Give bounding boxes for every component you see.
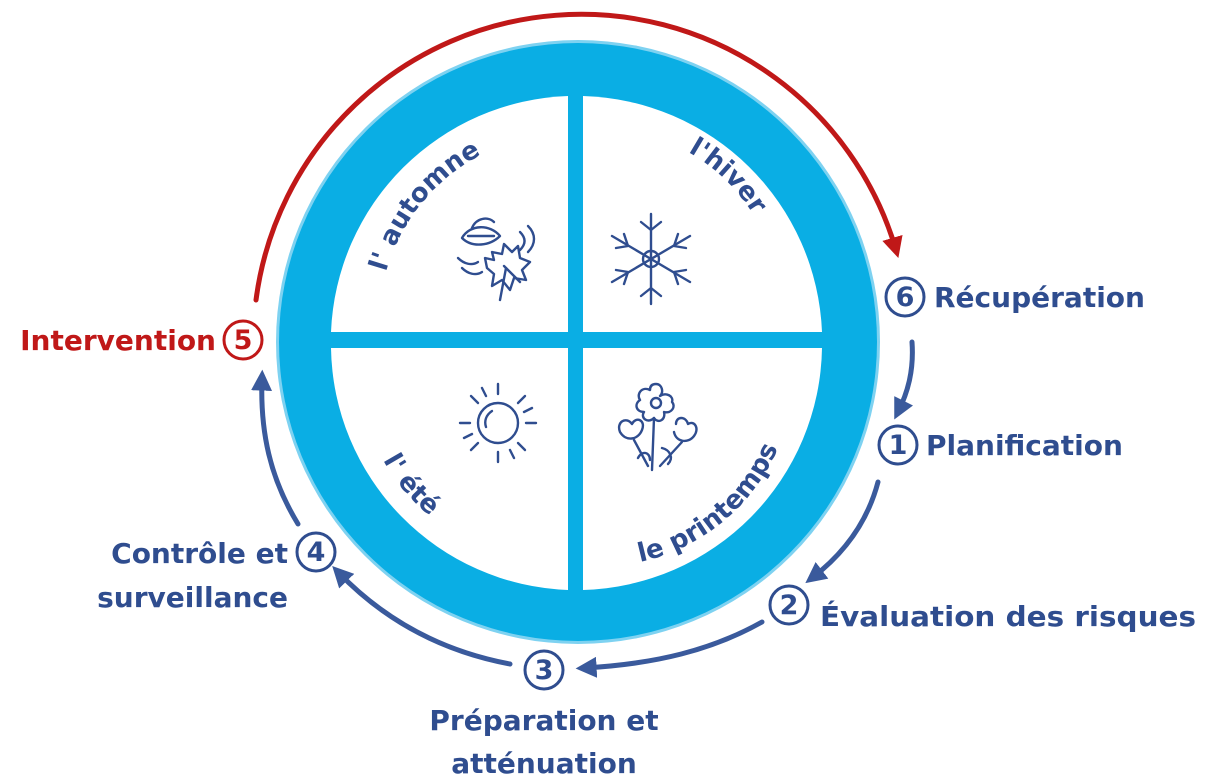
step-3-preparation: 3 Préparation et atténuation	[429, 649, 659, 780]
step-5-label: Intervention	[20, 324, 216, 357]
step-2-label: Évaluation des risques	[820, 599, 1196, 633]
step-3-number: 3	[535, 655, 554, 686]
arrow-controle-to-intervention	[251, 369, 301, 527]
step-6-circle	[884, 276, 926, 318]
arrow-intervention-to-recuperation	[253, 11, 903, 303]
step-2-circle	[768, 584, 810, 626]
step-1-number: 1	[889, 430, 908, 461]
quadrant-autumn	[331, 96, 568, 332]
arrow-risques-to-preparation	[575, 619, 765, 678]
step-6-label: Récupération	[934, 281, 1145, 314]
step-4-number: 4	[307, 537, 326, 568]
quadrant-winter	[583, 96, 822, 332]
quadrant-spring	[583, 348, 822, 590]
step-6-recuperation: 6 Récupération	[884, 276, 1145, 318]
step-1-planification: 1 Planification	[877, 424, 1123, 466]
step-5-circle	[222, 319, 264, 361]
step-1-circle	[877, 424, 919, 466]
step-6-number: 6	[896, 282, 915, 313]
step-3-label-line2: atténuation	[451, 747, 637, 780]
step-2-evaluation: 2 Évaluation des risques	[768, 584, 1196, 633]
quadrant-summer	[331, 348, 568, 590]
sun-icon	[458, 382, 538, 464]
ring	[279, 43, 877, 641]
step-4-circle	[295, 531, 337, 573]
step-4-controle: 4 Contrôle et surveillance	[97, 531, 337, 614]
arrow-planification-to-risques	[805, 479, 881, 584]
step-3-circle	[523, 649, 565, 691]
step-3-label-line1: Préparation et	[429, 704, 658, 737]
season-wheel	[276, 40, 880, 644]
snowflake-icon	[610, 212, 692, 306]
autumn-leaves-icon	[456, 217, 536, 302]
step-2-number: 2	[780, 590, 799, 621]
step-5-number: 5	[234, 325, 253, 356]
step-4-label-line2: surveillance	[97, 581, 288, 614]
step-4-label-line1: Contrôle et	[111, 537, 288, 570]
step-1-label: Planification	[926, 429, 1123, 462]
arrow-recuperation-to-planification	[894, 339, 915, 420]
arrow-preparation-to-controle	[332, 565, 513, 667]
step-5-intervention: 5 Intervention	[20, 319, 264, 361]
flowers-icon	[617, 382, 698, 472]
